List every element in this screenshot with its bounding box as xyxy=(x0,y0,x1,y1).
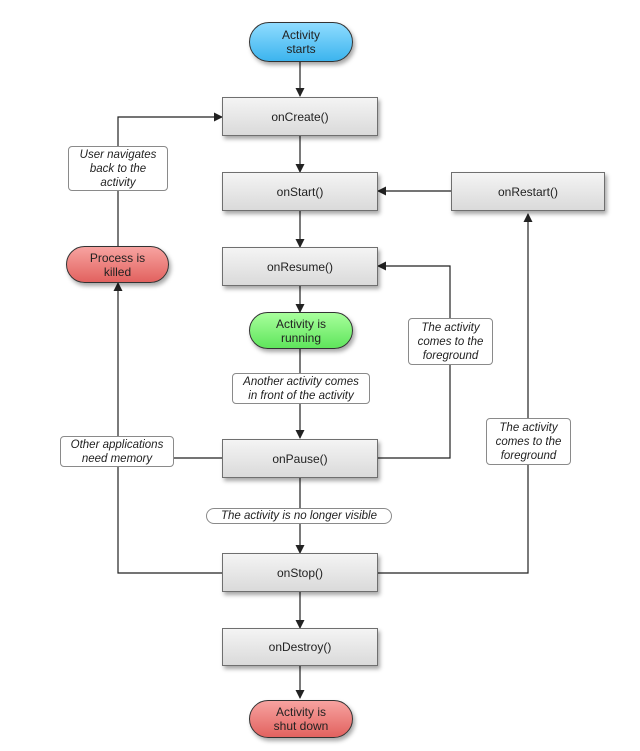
label-another-activity-front: Another activity comes in front of the a… xyxy=(232,373,370,404)
label-comes-to-foreground-1: The activity comes to the foreground xyxy=(408,318,493,365)
node-activity-starts: Activity starts xyxy=(249,22,353,62)
node-process-killed: Process is killed xyxy=(66,246,169,283)
label-other-apps-memory: Other applications need memory xyxy=(60,436,174,467)
node-ondestroy: onDestroy() xyxy=(222,628,378,666)
label-comes-to-foreground-2: The activity comes to the foreground xyxy=(486,418,571,465)
arrow-killed-to-oncreate xyxy=(117,112,223,246)
node-onstart: onStart() xyxy=(222,172,378,211)
node-activity-shut-down: Activity is shut down xyxy=(249,700,353,738)
node-onstop: onStop() xyxy=(222,553,378,592)
node-oncreate: onCreate() xyxy=(222,97,378,136)
arrow-onstop-to-onrestart xyxy=(378,213,533,574)
node-activity-running: Activity is running xyxy=(249,312,353,349)
node-onresume: onResume() xyxy=(222,247,378,286)
arrow-onpause-to-killed xyxy=(113,282,222,459)
label-user-navigates-back: User navigates back to the activity xyxy=(68,146,168,191)
node-onrestart: onRestart() xyxy=(451,172,605,211)
node-onpause: onPause() xyxy=(222,439,378,478)
label-no-longer-visible: The activity is no longer visible xyxy=(206,508,392,524)
line-onstop-to-killed xyxy=(117,458,222,574)
